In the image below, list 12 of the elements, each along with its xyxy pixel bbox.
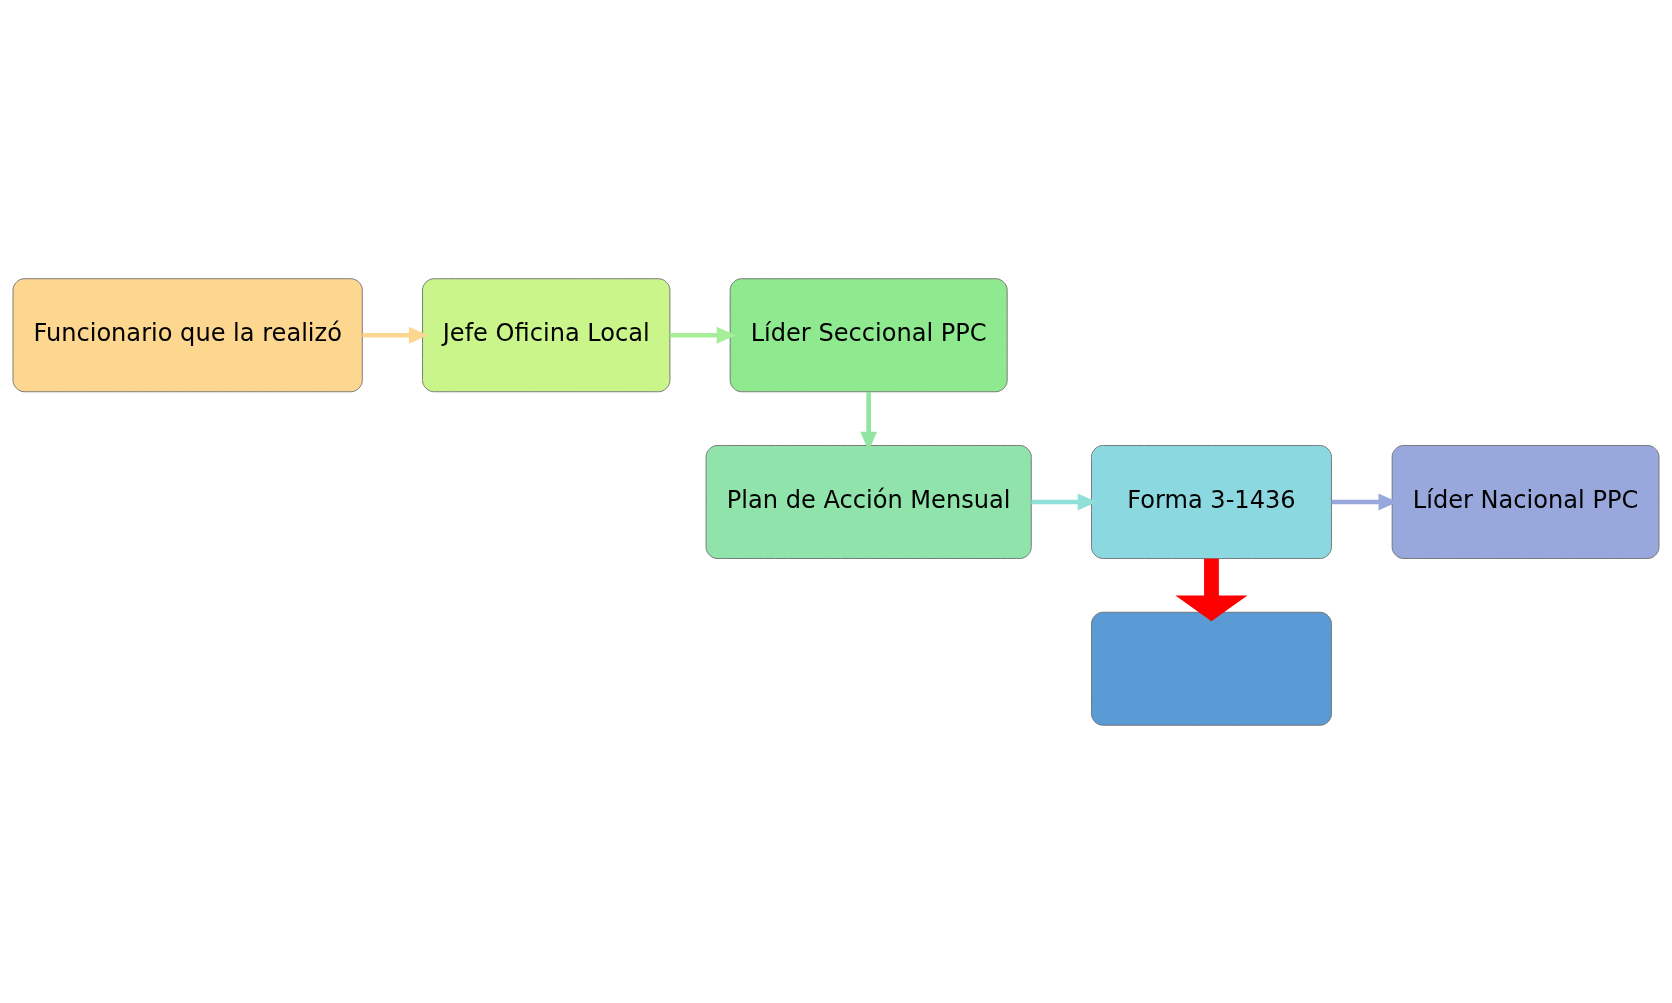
arrow <box>669 326 736 344</box>
arrow <box>1175 558 1248 621</box>
node-box: Líder Seccional PPC <box>729 277 1008 392</box>
arrow <box>860 391 878 451</box>
node-box: Funcionario que la realizó <box>12 277 363 392</box>
node-box: Líder Nacional PPC <box>1391 444 1660 559</box>
arrow <box>362 326 429 344</box>
arrow <box>1031 493 1097 510</box>
node-box: Forma 3-1436 <box>1091 444 1332 559</box>
node-box: Plan de Acción Mensual <box>705 444 1032 559</box>
node-box <box>1091 611 1332 726</box>
node-box: Jefe Oficina Local <box>422 277 671 392</box>
